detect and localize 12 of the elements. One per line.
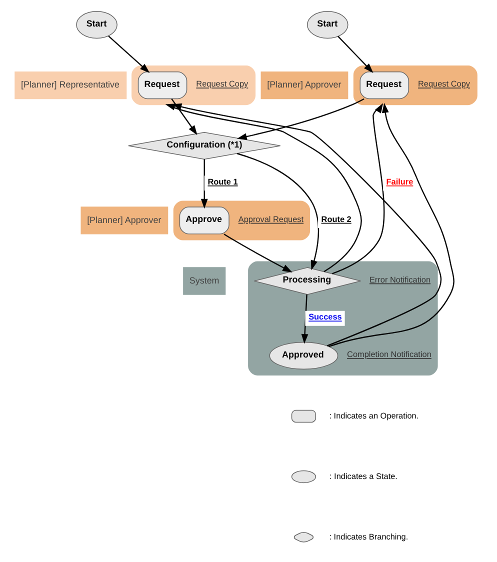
node-label: Error Notification xyxy=(368,275,430,284)
edge-label: Failure xyxy=(386,177,413,186)
edge-label: Success xyxy=(308,312,342,322)
edge-label: Route 2 xyxy=(320,214,351,224)
legend-label: : Indicates an Operation. xyxy=(328,411,418,420)
edge-label: Route 1 xyxy=(207,177,238,186)
node-label: Approval Request xyxy=(238,214,304,224)
node-label: Request Copy xyxy=(418,80,470,89)
node-label: Completion Notification xyxy=(346,350,431,360)
legend-label: : Indicates Branching. xyxy=(328,532,408,542)
node-label: Request Copy xyxy=(196,80,248,89)
legend-label: : Indicates a State. xyxy=(329,472,397,481)
